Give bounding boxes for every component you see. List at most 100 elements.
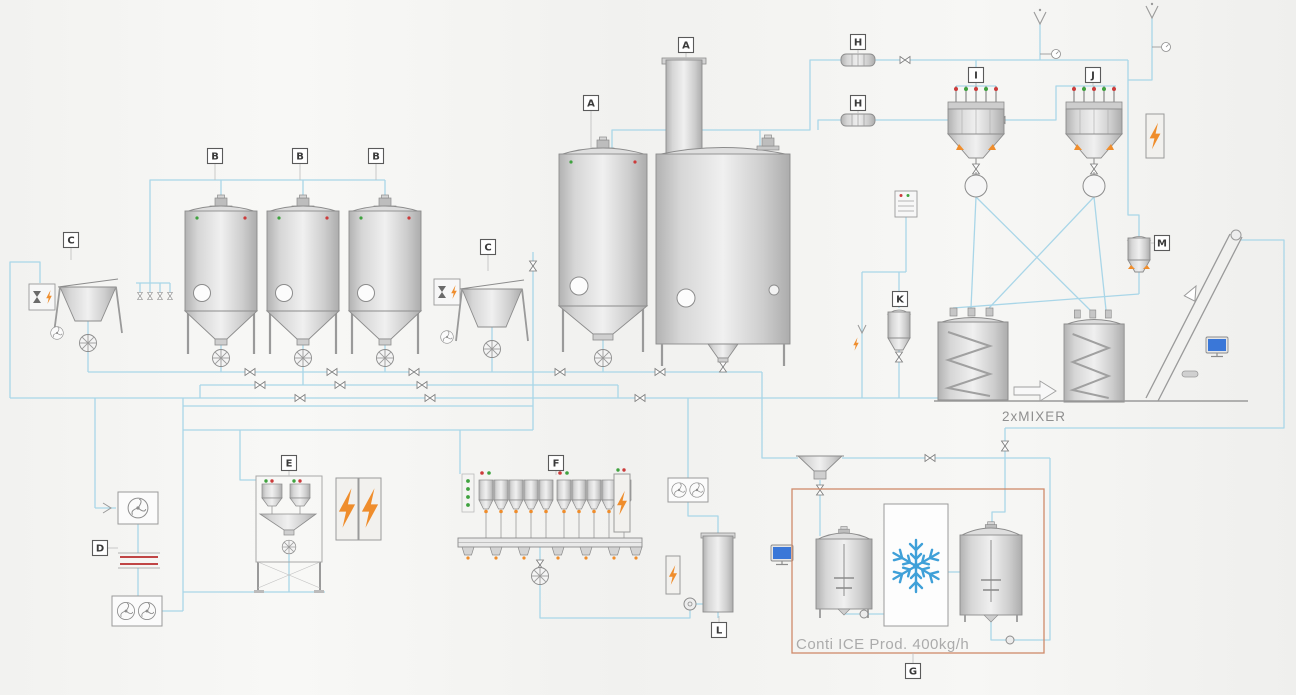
- gauge-icon: [1161, 42, 1171, 52]
- doser-unit-j: [1066, 86, 1122, 197]
- electrical-panel-right: [1145, 113, 1165, 159]
- fan-icon: [689, 482, 705, 498]
- vent-stack-1: [1033, 8, 1047, 25]
- conti-ice-section-g: Conti ICE Prod. 400kg/h: [791, 488, 1045, 654]
- silo-b-3: [349, 195, 421, 354]
- label-h-1-text: H: [854, 38, 862, 49]
- mixer-station: 2xMIXER: [934, 307, 1248, 424]
- label-h-2: H: [849, 94, 867, 114]
- rotary-valve-icon: [376, 349, 394, 367]
- diagram-labels: A A B B B C C D E F G H H I J K L M: [62, 33, 1171, 680]
- fan-icon: [440, 330, 454, 344]
- inline-filter-h-1: [840, 53, 876, 67]
- tank-a-2: [655, 57, 791, 366]
- flow-arrow-up: [1183, 284, 1197, 302]
- conti-ice-caption: Conti ICE Prod. 400kg/h: [796, 636, 969, 653]
- label-c-2-text: C: [484, 243, 491, 254]
- label-c-1: C: [62, 231, 80, 260]
- flow-direction-arrows: [102, 324, 867, 514]
- conti-tank-left: [815, 526, 873, 618]
- label-c-1-text: C: [67, 236, 74, 247]
- chimney: [665, 59, 703, 157]
- label-b-2-text: B: [296, 152, 304, 163]
- conti-tank-right: [959, 521, 1023, 623]
- mixer-caption: 2xMIXER: [1002, 409, 1066, 424]
- label-m-text: M: [1157, 239, 1167, 250]
- weigher-station-e: [254, 475, 324, 593]
- cyclone-m: [1126, 236, 1152, 273]
- label-b-3: B: [367, 147, 385, 180]
- label-e-text: E: [286, 459, 293, 470]
- carousel-f: [457, 468, 643, 585]
- flow-arrow-right: [1013, 380, 1057, 402]
- rotary-valve-icon: [212, 349, 230, 367]
- label-g: G: [904, 653, 922, 680]
- silo-b-2: [267, 195, 339, 354]
- inclined-conveyor: [1145, 229, 1243, 402]
- label-i-text: I: [974, 71, 978, 82]
- pump-icon: [859, 609, 869, 619]
- freezer: [883, 503, 949, 627]
- label-d: D: [91, 539, 118, 557]
- head-pulley: [1230, 229, 1242, 241]
- label-m: M: [1150, 234, 1171, 252]
- label-l: L: [710, 616, 728, 639]
- fan-icon: [116, 601, 136, 621]
- silo-b-1: [185, 195, 257, 354]
- fan-icon: [137, 601, 157, 621]
- rotary-valve-icon: [281, 539, 297, 555]
- label-f: F: [547, 454, 565, 475]
- label-j: J: [1084, 66, 1102, 86]
- label-a-1: A: [677, 36, 695, 58]
- label-b-2: B: [291, 147, 309, 180]
- label-a-1-text: A: [682, 41, 690, 52]
- doser-unit-i: [948, 86, 1004, 197]
- label-b-3-text: B: [372, 152, 380, 163]
- label-l-text: L: [716, 626, 723, 637]
- label-j-text: J: [1090, 71, 1095, 82]
- rotary-valve-icon: [594, 349, 612, 367]
- label-e: E: [280, 454, 298, 476]
- label-h-1: H: [849, 33, 867, 54]
- label-b-1-text: B: [211, 152, 219, 163]
- label-f-text: F: [553, 459, 560, 470]
- label-k-text: K: [896, 295, 905, 306]
- label-b-1: B: [206, 147, 224, 180]
- fan-icon: [671, 482, 687, 498]
- inline-filter-h-2: [840, 113, 876, 127]
- pump-l: [683, 597, 697, 611]
- label-g-text: G: [909, 667, 917, 678]
- rotary-valve-icon: [483, 340, 501, 358]
- label-h-2-text: H: [854, 99, 862, 110]
- electrical-panels-e: [335, 477, 382, 541]
- rotary-valve-icon: [531, 567, 549, 585]
- mixer-1: [937, 307, 1009, 401]
- mixer-2: [1063, 309, 1126, 403]
- device-pill: [1181, 370, 1199, 378]
- label-d-text: D: [96, 544, 104, 555]
- air-unit-d: [111, 491, 163, 627]
- label-k: K: [891, 290, 909, 308]
- monitor-1: [1205, 336, 1229, 358]
- gauge-icon: [1051, 49, 1061, 59]
- funnel: [796, 455, 844, 480]
- monitor-2: [770, 544, 794, 566]
- label-c-2: C: [479, 238, 497, 271]
- rotary-valve-icon: [79, 334, 97, 352]
- tank-a-1: [557, 136, 649, 352]
- tank-l: [702, 535, 734, 613]
- unit-l: [665, 477, 736, 613]
- vent-stack-2: [1145, 2, 1159, 19]
- instrument-box: [894, 190, 918, 218]
- timer-power-box: [434, 279, 460, 305]
- timer-power-box: [29, 284, 55, 310]
- rotary-valve-icon: [294, 349, 312, 367]
- silo-group-b: [185, 195, 421, 367]
- lightning-icon: [853, 337, 859, 351]
- pressure-gauges: [1040, 42, 1171, 59]
- label-a-2: A: [582, 94, 600, 148]
- carousel-rollers: [461, 546, 643, 560]
- vessel-k: [853, 309, 912, 351]
- label-i: I: [967, 66, 985, 86]
